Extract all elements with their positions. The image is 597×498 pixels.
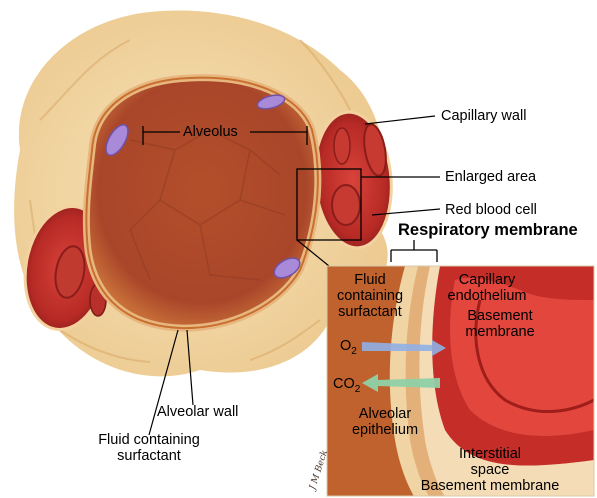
- inset-fluid-label: Fluid containing surfactant: [336, 272, 404, 320]
- respiratory-membrane-title: Respiratory membrane: [398, 221, 578, 239]
- capillary-endothelium-label: Capillary endothelium: [447, 272, 527, 304]
- respiratory-membrane-bracket: [390, 240, 438, 262]
- nucleus-left: [105, 123, 129, 157]
- alveolar-wall-label: Alveolar wall: [157, 404, 239, 420]
- basement-membrane-label: Basement membrane: [465, 308, 535, 340]
- nucleus-bottom: [273, 257, 301, 279]
- tissue-fibers: [29, 39, 351, 363]
- o2-label: O2: [340, 338, 357, 357]
- co2-label: CO2: [333, 376, 361, 395]
- capillary-right: [313, 110, 393, 250]
- interstitial-space-label: Interstitial space Basement membrane: [420, 446, 560, 494]
- enlarged-area-label: Enlarged area: [445, 169, 537, 185]
- leader-lines: [148, 115, 441, 436]
- enlarged-area-box: [296, 168, 362, 241]
- inset-enlarged-view: [327, 266, 594, 496]
- inset-border: [326, 265, 595, 497]
- alveolus-bracket: [142, 126, 308, 145]
- nucleus-top: [256, 94, 286, 110]
- alveolus-label: Alveolus: [183, 124, 238, 140]
- alveolus-folds: [129, 129, 286, 281]
- alveolus: [82, 74, 322, 332]
- fluid-surfactant-label: Fluid containing surfactant: [98, 432, 200, 464]
- capillary-wall-label: Capillary wall: [441, 108, 527, 124]
- o2-arrow: [362, 340, 446, 356]
- alveolar-epithelium-label: Alveolar epithelium: [351, 406, 419, 438]
- co2-arrow: [362, 374, 440, 392]
- red-blood-cell-label: Red blood cell: [445, 202, 537, 218]
